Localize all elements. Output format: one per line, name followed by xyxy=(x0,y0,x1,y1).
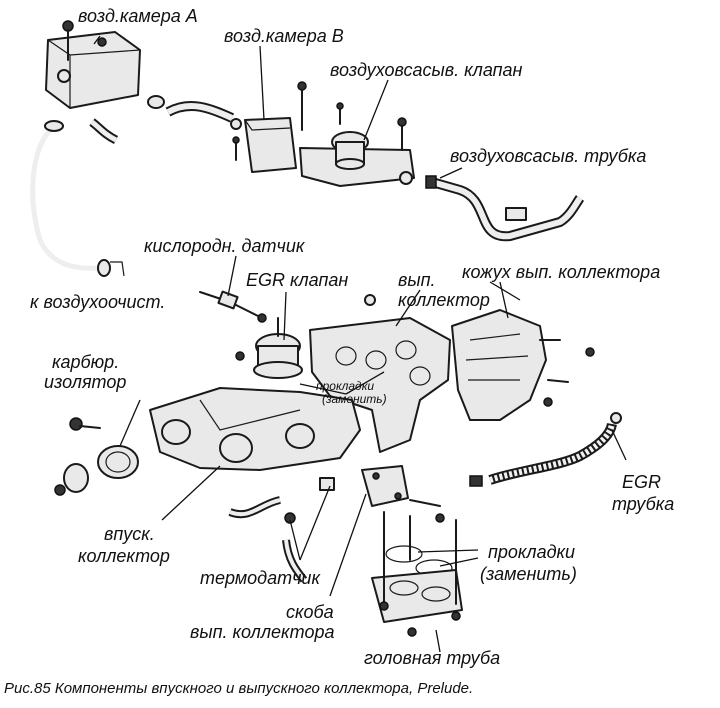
label-gaskets-2: (заменить) xyxy=(480,564,577,584)
hose-to-air-cleaner xyxy=(30,120,125,277)
figure-caption: Рис.85 Компоненты впускного и выпускного… xyxy=(4,680,474,697)
label-intake-manifold-2: коллектор xyxy=(78,546,170,566)
air-chamber-b-part xyxy=(230,117,297,173)
label-egr-tube-1: EGR xyxy=(622,472,662,492)
manifold-bracket-part xyxy=(361,465,445,523)
label-air-chamber-b: возд.камера B xyxy=(224,26,344,46)
label-oxygen-sensor: кислородн. датчик xyxy=(144,236,305,256)
carburetor-insulator-part xyxy=(54,445,139,496)
label-egr-tube-2: трубка xyxy=(612,494,675,514)
small-hoses xyxy=(89,95,235,145)
label-gaskets-small-1: прокладки xyxy=(316,379,375,393)
label-head-pipe: головная труба xyxy=(364,648,501,668)
head-pipe-part xyxy=(371,511,463,637)
label-exhaust-manifold-2: коллектор xyxy=(398,290,490,310)
label-air-suction-tube: воздуховсасыв. трубка xyxy=(450,146,647,166)
thermosensor-part xyxy=(228,477,335,583)
label-carb-insulator-1: карбюр. xyxy=(52,352,120,372)
manifold-cover-part xyxy=(451,309,595,421)
label-manifold-cover: кожух вып. коллектора xyxy=(462,262,661,282)
label-air-suction-valve: воздуховсасыв. клапан xyxy=(330,60,523,80)
air-suction-valve-part xyxy=(297,81,415,187)
leader-lines xyxy=(93,35,627,653)
label-gaskets-small-2: (заменить) xyxy=(322,392,387,406)
label-thermosensor: термодатчик xyxy=(200,568,320,588)
oxygen-sensor-part xyxy=(199,290,267,323)
label-exhaust-manifold-1: вып. xyxy=(398,270,436,290)
label-air-chamber-a: возд.камера A xyxy=(78,6,198,26)
egr-tube-part xyxy=(469,412,622,487)
label-carb-insulator-2: изолятор xyxy=(44,372,127,392)
label-to-air-cleaner: к воздухоочист. xyxy=(30,292,166,312)
label-egr-valve: EGR клапан xyxy=(246,270,349,290)
label-bracket-2: вып. коллектора xyxy=(190,622,335,642)
intake-manifold-part xyxy=(69,387,361,471)
label-intake-manifold-1: впуск. xyxy=(104,524,155,544)
exhaust-manifold-part xyxy=(309,294,451,453)
label-gaskets-1: прокладки xyxy=(488,542,576,562)
air-suction-tube-part xyxy=(425,175,585,242)
egr-valve-part xyxy=(235,317,303,379)
label-bracket-1: скоба xyxy=(286,602,334,622)
air-chamber-a-part xyxy=(45,20,141,109)
